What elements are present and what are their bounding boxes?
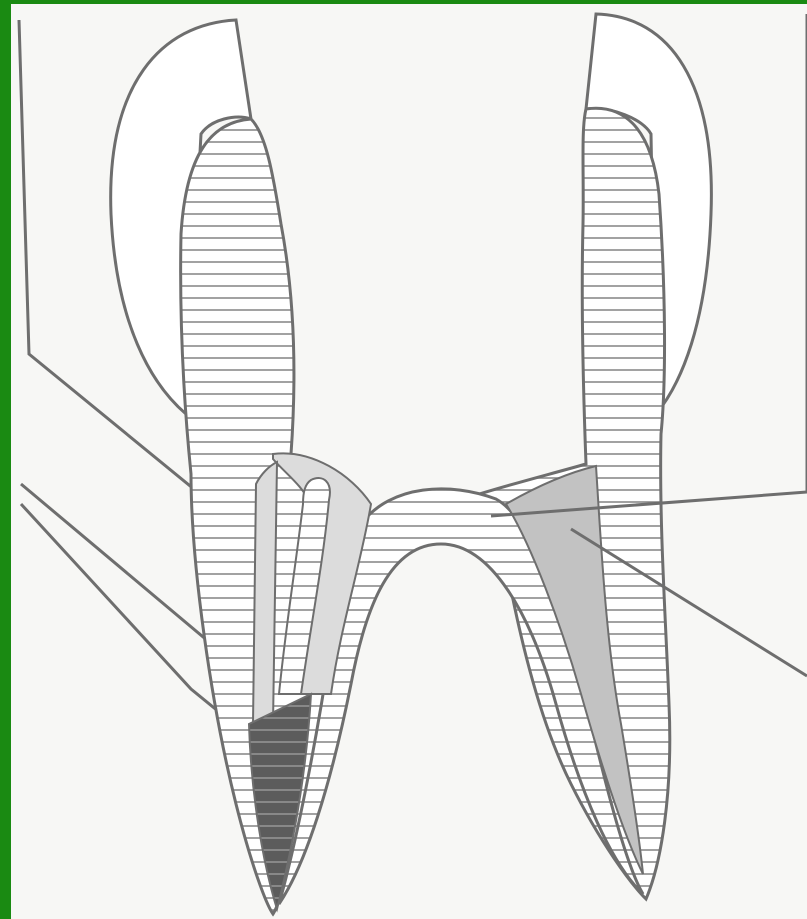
diagram-canvas [11, 4, 807, 919]
tooth-diagram [11, 4, 807, 919]
left-root-canal-light [253, 462, 277, 724]
